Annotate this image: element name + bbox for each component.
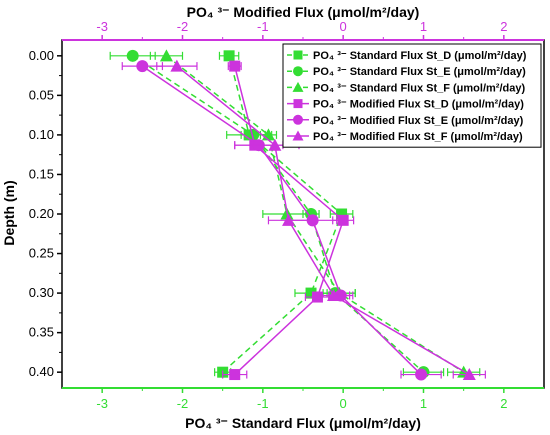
data-point-s6-p2 (268, 138, 282, 151)
legend-marker (292, 130, 304, 141)
y-tick-label: 0.10 (29, 127, 54, 142)
top-axis-title: PO₄ ³⁻ Modified Flux (μmol/m²/day) (187, 4, 420, 20)
bottom-x-tick-label: 1 (420, 396, 427, 411)
data-point-s5-p1 (136, 60, 149, 73)
top-x-tick-label: 0 (340, 19, 347, 34)
data-point-s4-p5 (229, 369, 241, 381)
data-point-s1-p4 (305, 287, 317, 299)
legend-box (282, 43, 542, 148)
bottom-x-tick-label: -3 (96, 396, 108, 411)
legend-marker (293, 114, 303, 125)
y-tick-label: 0.00 (29, 48, 54, 63)
data-point-s6-p5 (462, 368, 476, 381)
legend-label: PO₄ ³⁻ Modified Flux St_F (μmol/m²/day) (313, 131, 523, 143)
legend-label: PO₄ ³⁻ Modified Flux St_D (μmol/m²/day) (313, 99, 524, 111)
y-tick-label: 0.20 (29, 206, 54, 221)
top-x-tick-label: 2 (500, 19, 507, 34)
legend-marker (293, 99, 303, 109)
top-x-tick-label: -1 (257, 19, 269, 34)
y-tick-label: 0.35 (29, 325, 54, 340)
y-axis-title: Depth (m) (1, 180, 17, 245)
bottom-axis-title: PO₄ ³⁻ Standard Flux (μmol/m²/day) (185, 415, 421, 431)
bottom-x-tick-label: 0 (340, 396, 347, 411)
data-point-s4-p3 (337, 214, 349, 226)
data-point-s5-p3 (306, 214, 319, 227)
legend-label: PO₄ ³⁻ Standard Flux St_D (μmol/m²/day) (313, 50, 527, 62)
data-point-s2-p1 (126, 49, 139, 62)
legend-marker (293, 66, 303, 77)
data-point-s3-p1 (159, 49, 173, 62)
bottom-x-tick-label: 2 (500, 396, 507, 411)
top-x-tick-label: 1 (420, 19, 427, 34)
legend-marker (292, 81, 304, 92)
top-x-tick-label: -3 (96, 19, 108, 34)
legend-label: PO₄ ³⁻ Standard Flux St_F (μmol/m²/day) (313, 82, 525, 94)
data-point-s5-p5 (415, 368, 428, 381)
y-tick-label: 0.05 (29, 87, 54, 102)
legend-label: PO₄ ³⁻ Standard Flux St_E (μmol/m²/day) (313, 66, 526, 78)
data-point-s1-p3 (336, 208, 348, 220)
y-tick-label: 0.15 (29, 166, 54, 181)
y-tick-label: 0.25 (29, 246, 54, 261)
data-point-s2-p2 (247, 128, 260, 141)
data-point-s6-p1 (170, 59, 184, 72)
data-point-s4-p1 (229, 60, 241, 72)
bottom-x-tick-label: -2 (177, 396, 189, 411)
top-x-tick-label: -2 (177, 19, 189, 34)
legend-marker (293, 50, 303, 60)
legend: PO₄ ³⁻ Standard Flux St_D (μmol/m²/day) P… (282, 43, 542, 148)
y-tick-label: 0.30 (29, 285, 54, 300)
data-point-s6-p3 (282, 213, 296, 226)
data-point-s1-p1 (223, 50, 235, 62)
y-tick-label: 0.40 (29, 364, 54, 379)
bottom-x-tick-label: -1 (257, 396, 269, 411)
legend-label: PO₄ ³⁻ Modified Flux St_E (μmol/m²/day) (313, 115, 524, 127)
data-point-s6-p4 (327, 288, 341, 301)
